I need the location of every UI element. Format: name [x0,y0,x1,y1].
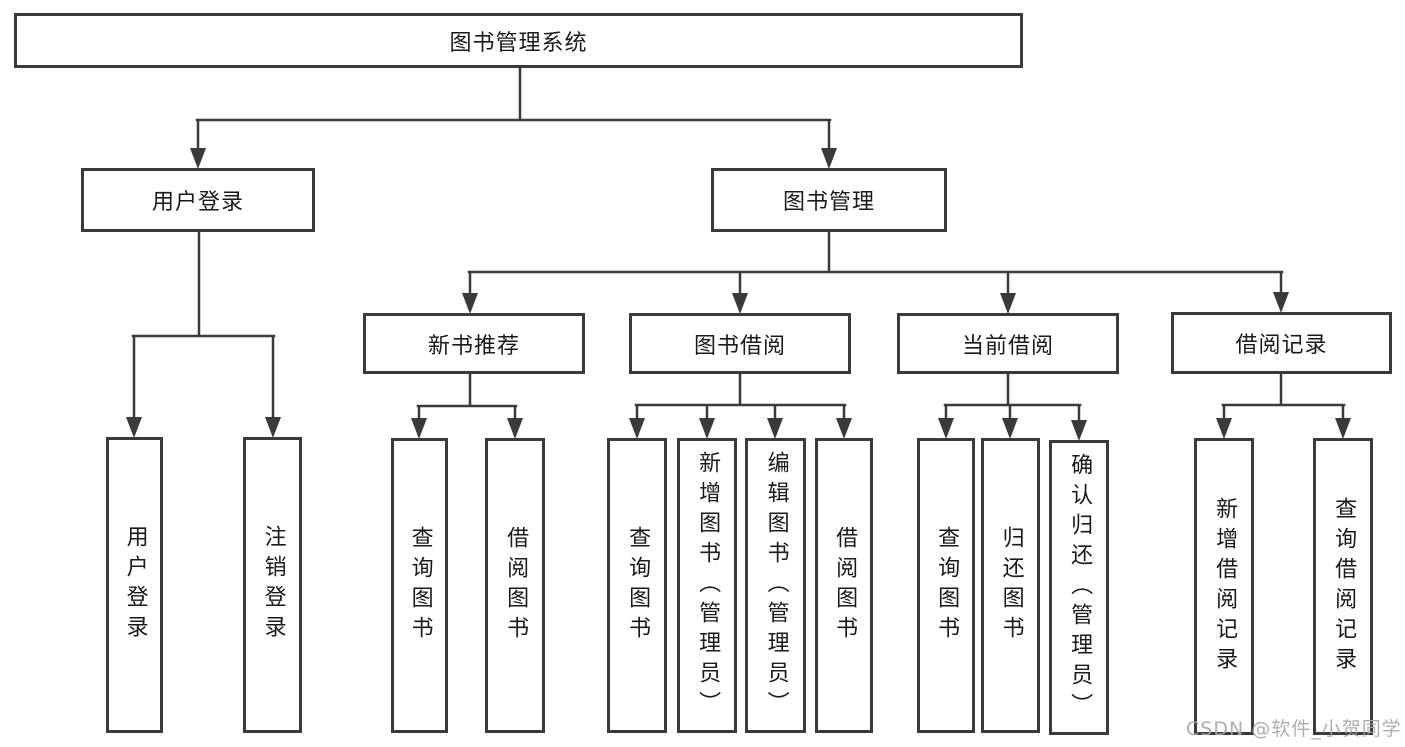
node-user-login: 用户登录 [81,168,315,232]
node-user-login-label: 用户登录 [151,190,244,215]
node-borrowing-records-label: 借阅记录 [1235,333,1328,358]
leaf-borrow-books-recommend: 借阅图书 [485,438,545,733]
leaf-user-login: 用户登录 [106,437,163,733]
node-book-borrowing: 图书借阅 [629,313,851,374]
leaf-query-books-borrowing-label: 查询图书 [625,525,651,646]
csdn-watermark: CSDN @软件_小贺同学 [1186,718,1402,740]
leaf-borrow-books-borrowing: 借阅图书 [815,438,873,733]
node-library-system: 图书管理系统 [14,13,1023,68]
leaf-add-books-admin-label: 新增图书（管理员） [695,450,721,721]
leaf-return-books-label: 归还图书 [998,525,1024,646]
node-borrowing-records: 借阅记录 [1171,312,1392,374]
leaf-user-login-label: 用户登录 [122,525,148,645]
node-book-management: 图书管理 [711,168,947,232]
leaf-query-books-current-label: 查询图书 [934,525,960,646]
leaf-add-books-admin: 新增图书（管理员） [677,438,737,733]
node-current-borrowing-label: 当前借阅 [961,333,1054,359]
leaf-edit-books-admin-label: 编辑图书（管理员） [763,450,789,721]
leaf-add-borrow-record: 新增借阅记录 [1194,438,1254,735]
leaf-query-books-borrowing: 查询图书 [607,438,667,733]
leaf-logout-label: 注销登录 [260,525,286,645]
leaf-borrow-books-borrowing-label: 借阅图书 [832,525,858,646]
arrowheads [126,148,1351,441]
leaf-query-books-recommend-label: 查询图书 [407,525,433,646]
node-library-system-label: 图书管理系统 [449,30,588,56]
leaf-add-borrow-record-label: 新增借阅记录 [1212,496,1238,677]
leaf-return-books: 归还图书 [981,438,1040,733]
node-new-book-recommend: 新书推荐 [363,313,585,374]
leaf-borrow-books-recommend-label: 借阅图书 [503,525,529,646]
node-book-management-label: 图书管理 [782,190,875,215]
leaf-logout: 注销登录 [243,437,302,733]
leaf-confirm-return-admin: 确认归还（管理员） [1049,440,1109,735]
leaf-edit-books-admin: 编辑图书（管理员） [745,438,806,733]
node-book-borrowing-label: 图书借阅 [693,333,786,359]
leaf-confirm-return-admin-label: 确认归还（管理员） [1067,452,1093,723]
leaf-query-books-recommend: 查询图书 [391,438,448,733]
node-new-book-recommend-label: 新书推荐 [427,333,520,359]
leaf-query-borrow-record: 查询借阅记录 [1313,438,1373,735]
node-current-borrowing: 当前借阅 [897,313,1119,374]
leaf-query-borrow-record-label: 查询借阅记录 [1331,496,1357,677]
leaf-query-books-current: 查询图书 [917,438,975,733]
